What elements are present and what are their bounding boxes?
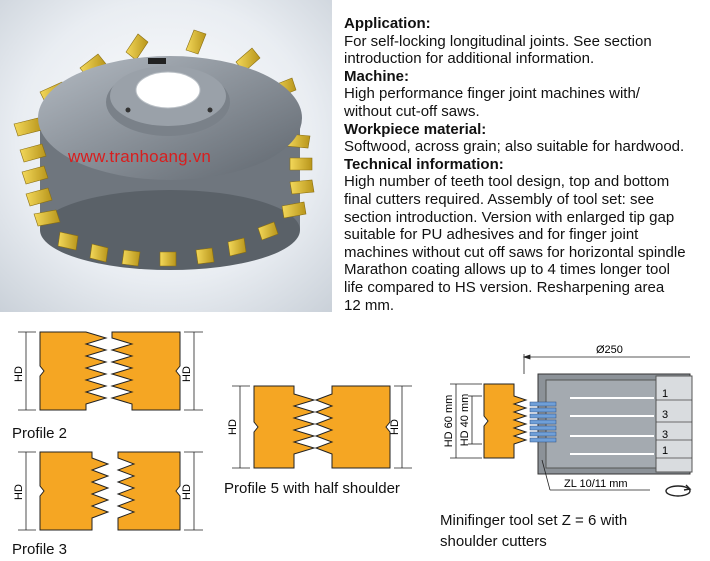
rotation-arrow-icon <box>665 484 692 497</box>
toolset-caption-line1: Minifinger tool set Z = 6 with <box>440 512 628 529</box>
count-2: 3 <box>662 409 668 421</box>
application-heading: Application: <box>344 15 431 32</box>
profile-2-hd-left: HD <box>13 366 25 382</box>
toolset-caption-line2: shoulder cutters <box>440 533 547 550</box>
profile-2-diagram: HD HD <box>13 331 203 411</box>
count-3: 3 <box>662 429 668 441</box>
toolset-diagram: Ø250 1 3 3 1 HD 60 mm HD 40 mm ZL 10/11 <box>443 344 693 497</box>
technical-body: High number of teeth tool design, top an… <box>344 173 686 314</box>
profile-3-label: Profile 3 <box>12 541 68 558</box>
profile-3-hd-right: HD <box>181 484 193 500</box>
hd60-label: HD 60 mm <box>443 395 455 448</box>
profile-5-hd-left: HD <box>227 419 239 435</box>
profile-2-hd-right: HD <box>181 366 193 382</box>
workpiece-heading: Workpiece material: <box>344 120 487 138</box>
machine-body: High performance finger joint machines w… <box>344 85 640 120</box>
diameter-label: Ø250 <box>596 344 623 356</box>
tool-photo <box>0 0 332 312</box>
watermark-text: www.tranhoang.vn <box>68 147 212 166</box>
machine-heading: Machine: <box>344 67 410 85</box>
technical-heading: Technical information: <box>344 155 504 173</box>
description-text: Application: For self-locking longitudin… <box>344 15 710 314</box>
profile-5-hd-right: HD <box>389 419 401 435</box>
profile-2-label: Profile 2 <box>12 425 68 442</box>
profile-5-label: Profile 5 with half shoulder <box>224 480 400 497</box>
profile-5-diagram: HD HD <box>227 385 412 469</box>
profile-3-hd-left: HD <box>13 484 25 500</box>
count-4: 1 <box>662 445 668 457</box>
workpiece-body: Softwood, across grain; also suitable fo… <box>344 138 685 156</box>
hd40-label: HD 40 mm <box>459 394 471 447</box>
count-1: 1 <box>662 388 668 400</box>
zl-label: ZL 10/11 mm <box>564 478 628 490</box>
application-body: For self-locking longitudinal joints. Se… <box>344 32 652 68</box>
profile-3-diagram: HD HD <box>13 451 203 531</box>
